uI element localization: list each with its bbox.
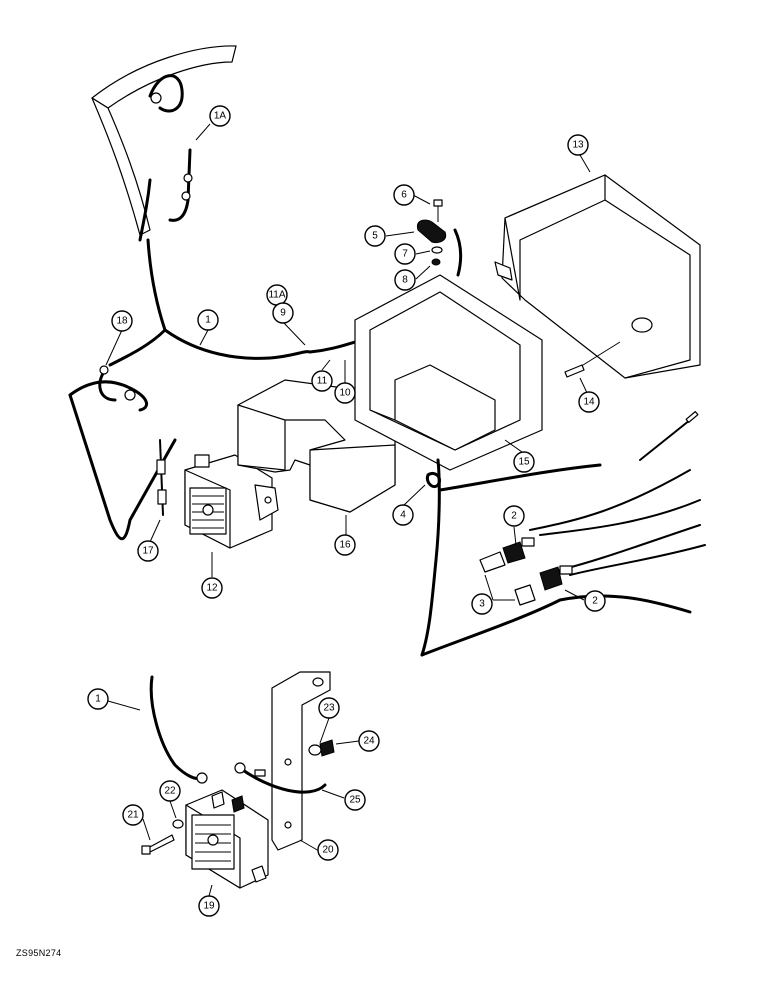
callout-19: 19 [198,895,220,917]
callout-label: 20 [322,845,334,856]
callout-1a: 1A [209,105,231,127]
cover-13 [494,174,701,379]
callout-label: 15 [518,457,530,468]
callout-5: 5 [364,225,386,247]
callout-18: 18 [111,310,133,332]
reference-code: ZS95N274 [16,948,62,958]
callout-2-upper: 2 [503,505,525,527]
callout-label: 10 [339,388,351,399]
ground-wire-1a [138,148,193,242]
callout-label: 21 [127,810,139,821]
callout-label: 19 [203,901,215,912]
callout-label: 2 [592,596,598,607]
callout-label: 6 [401,190,407,201]
callout-15: 15 [513,451,535,473]
callout-label: 5 [372,231,378,242]
callout-label: 1 [95,694,101,705]
backup-alarm-19 [185,789,269,889]
alarm-housing-15 [354,274,543,471]
callout-10: 10 [334,382,356,404]
ground-wire-lower [149,675,327,794]
callout-7: 7 [394,243,416,265]
bolt-21-washer-22 [141,819,184,855]
callout-14: 14 [578,391,600,413]
bracket-20 [271,671,331,851]
callout-12: 12 [201,577,223,599]
callout-label: 14 [583,397,595,408]
callout-13: 13 [567,134,589,156]
callout-25: 25 [344,789,366,811]
callout-23: 23 [318,697,340,719]
callout-9: 9 [272,302,294,324]
callout-8: 8 [394,269,416,291]
callout-label: 4 [400,510,406,521]
callout-17: 17 [137,540,159,562]
harness-wire-1 [108,238,357,367]
callout-11a: 11A [266,284,288,306]
wire-harness-lower [420,411,706,657]
frame-bracket-left [68,365,177,541]
callout-24: 24 [358,730,380,752]
callout-label: 25 [349,795,361,806]
callout-11: 11 [311,370,333,392]
callout-label: 1 [205,315,211,326]
callout-label: 13 [572,140,584,151]
callout-20: 20 [317,839,339,861]
callout-label: 11 [317,376,328,387]
backup-alarm-12 [184,454,279,549]
callout-22: 22 [159,780,181,802]
callout-label: 8 [402,275,408,286]
leader-lines [105,123,591,897]
callout-2-lower: 2 [584,590,606,612]
pressure-switches [479,537,573,606]
callout-6: 6 [393,184,415,206]
callout-3: 3 [471,593,493,615]
callout-4: 4 [392,504,414,526]
callout-label: 11A [268,290,285,301]
callout-label: 18 [116,316,128,327]
callout-label: 3 [479,599,485,610]
callout-label: 16 [339,540,351,551]
clamp-hardware [416,199,463,277]
callout-label: 24 [363,736,375,747]
callout-21: 21 [122,804,144,826]
callout-1-top: 1 [197,309,219,331]
callout-label: 23 [323,703,335,714]
frame-bracket-top [91,45,237,236]
callout-label: 9 [280,308,286,319]
callout-label: 1A [214,111,227,122]
callout-label: 22 [164,786,176,797]
callout-label: 7 [402,249,408,260]
callout-label: 17 [142,546,154,557]
callout-16: 16 [334,534,356,556]
callout-label: 2 [511,511,517,522]
hardware-23-24 [308,739,335,757]
callout-1-lower: 1 [87,688,109,710]
callout-label: 12 [206,583,218,594]
